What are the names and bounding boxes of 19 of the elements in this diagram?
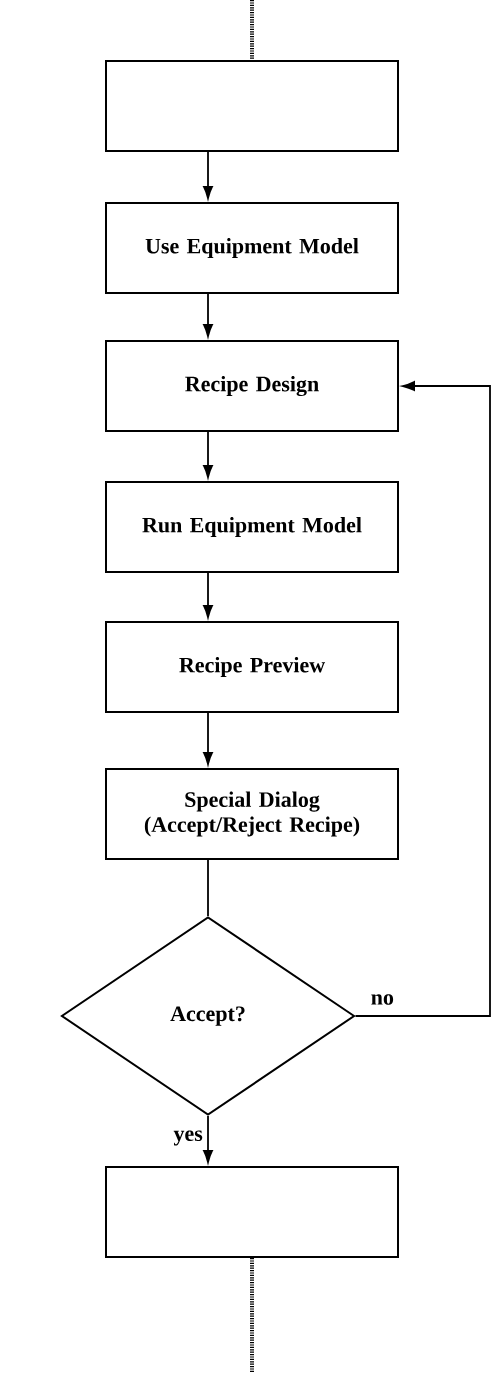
- dotted-line: [250, 1258, 254, 1373]
- process-box: Special Dialog (Accept/Reject Recipe): [105, 768, 399, 860]
- process-box: Use Equipment Model: [105, 202, 399, 294]
- dotted-line: [250, 0, 254, 60]
- connector-line: [207, 859, 209, 917]
- arrow: [203, 151, 213, 199]
- arrow: [354, 381, 491, 1017]
- edge-label: no: [369, 993, 395, 1006]
- process-box: Recipe Preview: [105, 621, 399, 713]
- arrow: [203, 431, 213, 478]
- process-box: [105, 60, 399, 152]
- arrow: [203, 572, 213, 618]
- edge-label: yes: [172, 1129, 204, 1147]
- arrow: [203, 293, 213, 337]
- arrow: [203, 1115, 213, 1163]
- arrow: [203, 712, 213, 765]
- process-box: [105, 1166, 399, 1258]
- process-box: Run Equipment Model: [105, 481, 399, 573]
- process-box: Recipe Design: [105, 340, 399, 432]
